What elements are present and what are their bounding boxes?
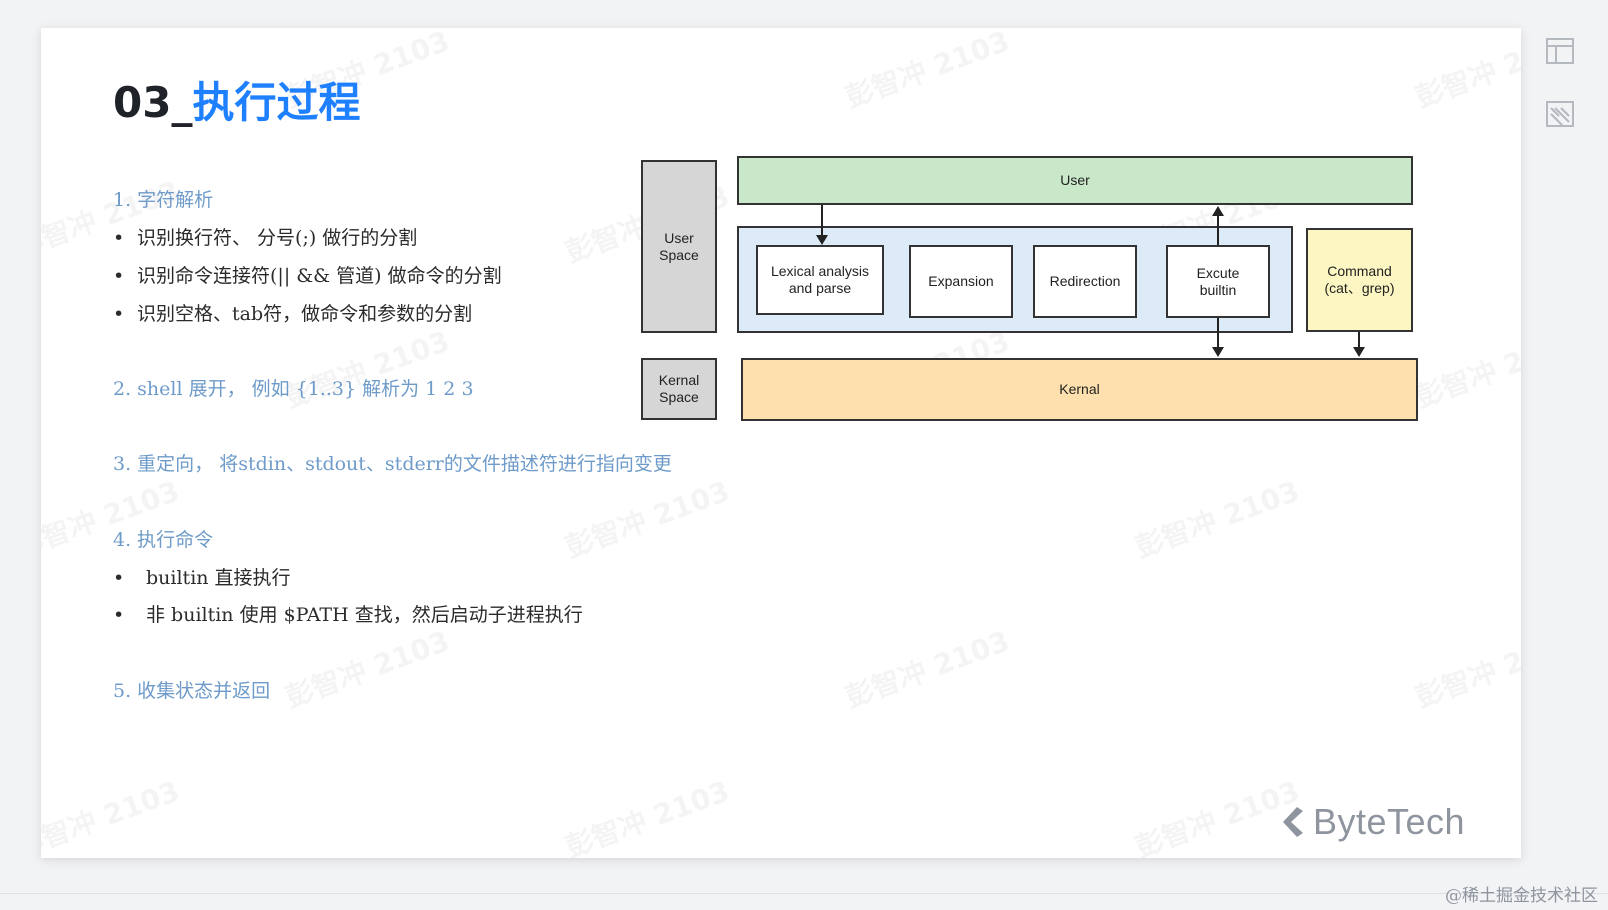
bullet-item: •非 builtin 使用 $PATH 查找，然后启动子进程执行 <box>113 604 583 626</box>
arrow <box>1217 318 1219 348</box>
kernal-space-box: Kernal Space <box>641 358 717 420</box>
step-heading: 2. shell 展开， 例如 {1..3} 解析为 1 2 3 <box>113 378 474 400</box>
arrow-head <box>816 235 828 245</box>
watermark: 彭智冲 2103 <box>1411 624 1521 715</box>
divider <box>0 893 1608 894</box>
step-heading: 5. 收集状态并返回 <box>113 680 271 702</box>
watermark: 彭智冲 2103 <box>561 474 734 565</box>
step-heading: 4. 执行命令 <box>113 529 214 551</box>
lexical-box: Lexical analysis and parse <box>756 245 884 315</box>
title-text: 执行过程 <box>192 78 361 127</box>
arrow <box>1217 216 1219 245</box>
watermark: 彭智冲 2103 <box>841 28 1014 115</box>
watermark: 彭智冲 2103 <box>1131 474 1304 565</box>
slide: 彭智冲 2103 彭智冲 2103 彭智冲 2103 彭智冲 2103 彭智冲 … <box>41 28 1521 858</box>
arrow-head <box>1212 206 1224 216</box>
watermark: 彭智冲 2103 <box>41 774 184 858</box>
watermark: 彭智冲 2103 <box>281 624 454 715</box>
redirection-box: Redirection <box>1033 245 1137 318</box>
arrow-head <box>1353 347 1365 357</box>
bullet-item: •识别换行符、 分号(;) 做行的分割 <box>113 227 418 249</box>
watermark: 彭智冲 2103 <box>841 624 1014 715</box>
bullet-item: •识别命令连接符(|| && 管道) 做命令的分割 <box>113 265 502 287</box>
watermark: 彭智冲 2103 <box>561 774 734 858</box>
background-icon[interactable] <box>1545 100 1575 132</box>
excute-builtin-box: Excute builtin <box>1166 245 1270 318</box>
command-box: Command (cat、grep) <box>1306 228 1413 332</box>
user-box: User <box>737 156 1413 205</box>
user-space-box: User Space <box>641 160 717 333</box>
arrow <box>1358 332 1360 348</box>
bullet-item: •识别空格、tab符，做命令和参数的分割 <box>113 303 473 325</box>
page-title: 03_执行过程 <box>113 73 360 133</box>
arrow-head <box>1212 347 1224 357</box>
arrow <box>821 205 823 236</box>
watermark: 彭智冲 2103 <box>1411 324 1521 415</box>
bullet-item: •builtin 直接执行 <box>113 567 291 589</box>
title-number: 03_ <box>113 78 193 127</box>
expansion-box: Expansion <box>909 245 1013 318</box>
step-heading: 1. 字符解析 <box>113 189 214 211</box>
layout-icon[interactable] <box>1545 37 1575 69</box>
source-watermark: @稀土掘金技术社区 <box>1445 886 1598 906</box>
bytetech-logo: ByteTech <box>1283 801 1465 843</box>
watermark: 彭智冲 2103 <box>1411 28 1521 115</box>
bytetech-chevron-icon <box>1283 807 1303 837</box>
kernal-box: Kernal <box>741 358 1418 421</box>
step-heading: 3. 重定向， 将stdin、stdout、stderr的文件描述符进行指向变更 <box>113 453 672 475</box>
watermark: 彭智冲 2103 <box>1131 774 1304 858</box>
